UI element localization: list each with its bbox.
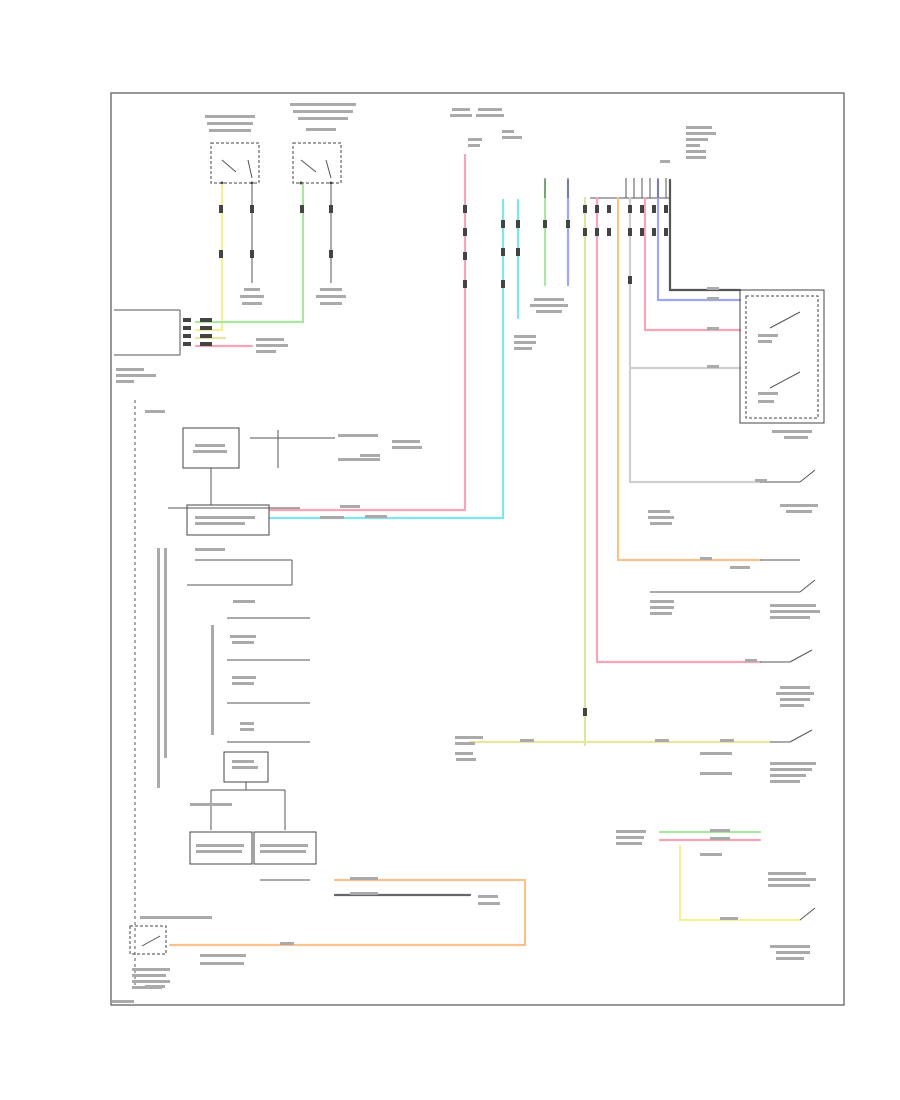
door-switch-2 [650,559,820,619]
wire-dark-bundle [668,178,742,292]
internal-block-2 [168,504,344,586]
wire-cyan-center [268,198,505,520]
door-switch-1 [648,469,818,525]
door-switch-4 [455,729,816,783]
internal-block-5 [189,831,500,905]
right-switch-assembly [739,289,825,439]
lower-right-switch [616,830,816,960]
wire-labels [280,287,767,945]
ground-labels-top [240,185,346,305]
internal-block-1 [182,427,422,505]
wire-orange-long [616,196,762,562]
wire-green-1 [194,183,305,324]
diagram-border [110,92,845,1006]
wire-red-center [268,153,467,512]
bundle-stubs [544,178,667,198]
wire-yellow-1 [194,183,224,332]
wire-red-long [595,196,762,664]
wire-yellow-lower-right [678,844,802,922]
connector-marks [219,205,668,716]
top-left-switch-a [205,115,260,185]
wire-red-mid [643,196,742,332]
left-control-module [112,309,181,1003]
module-pins [183,318,288,353]
wire-gray-long [628,196,762,484]
bottom-left-switch [129,916,246,989]
top-left-switch-b [290,103,356,185]
top-center-labels [450,108,568,350]
left-vertical-labels [157,548,214,788]
door-switch-3 [760,649,814,707]
wire-orange-bottom [168,878,527,947]
top-right-connector [590,126,716,199]
internal-block-4 [190,751,286,830]
internal-block-3 [227,600,310,743]
